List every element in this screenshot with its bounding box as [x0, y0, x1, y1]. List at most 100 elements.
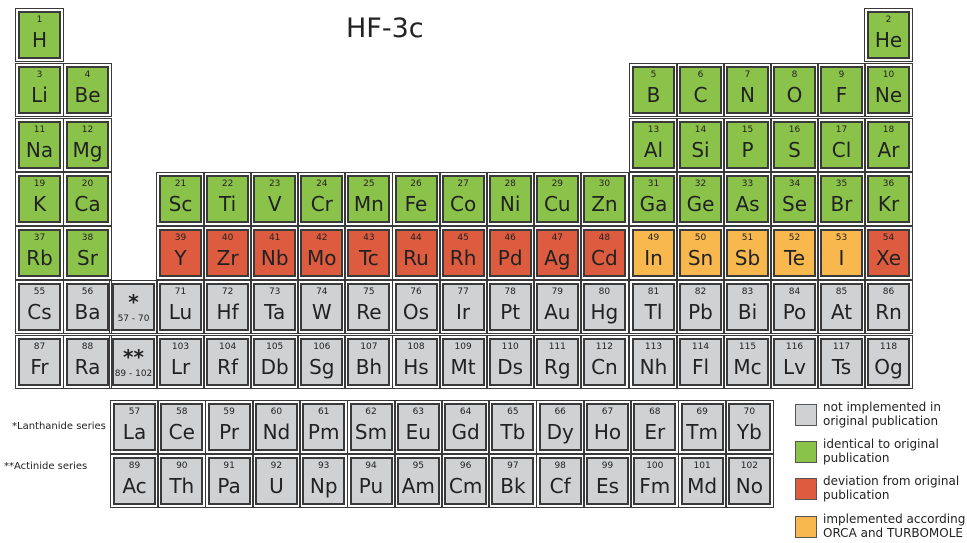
atomic-number: 20	[81, 179, 94, 189]
atomic-number: 80	[598, 287, 611, 297]
atomic-number: 70	[743, 407, 756, 417]
atomic-number: 109	[454, 342, 472, 352]
atomic-number: 15	[741, 125, 754, 135]
atomic-number: 100	[646, 461, 664, 471]
atomic-number: 85	[835, 287, 848, 297]
atomic-number: 18	[882, 125, 895, 135]
atomic-number: 89	[128, 461, 141, 471]
element-symbol: In	[644, 246, 663, 270]
atomic-number: 12	[81, 125, 94, 135]
atomic-number: 79	[551, 287, 564, 297]
legend-swatch	[795, 404, 817, 426]
element-symbol: Ar	[877, 138, 900, 162]
atomic-number: 61	[317, 407, 330, 417]
atomic-number: 53	[835, 233, 848, 243]
element-symbol: Bi	[737, 300, 758, 324]
element-symbol: Po	[782, 300, 807, 324]
atomic-number: 42	[316, 233, 328, 243]
element-symbol: Mc	[733, 355, 762, 379]
element-symbol: Pr	[219, 420, 240, 444]
atomic-number: 86	[882, 287, 895, 297]
element-symbol: Rn	[875, 300, 902, 324]
element-symbol: Bk	[500, 474, 526, 498]
atomic-number: 116	[785, 342, 804, 352]
element-symbol: Pm	[307, 420, 340, 444]
element-symbol: S	[788, 138, 801, 162]
element-symbol: Fr	[30, 355, 49, 379]
atomic-number: 25	[363, 179, 375, 189]
element-symbol: Xe	[875, 246, 902, 270]
element-symbol: Tm	[686, 420, 718, 444]
atomic-number: 65	[507, 407, 519, 417]
element-symbol: Cm	[448, 474, 483, 498]
element-symbol: Ra	[74, 355, 101, 379]
element-symbol: Sc	[168, 192, 193, 216]
element-symbol: He	[874, 28, 903, 52]
atomic-number: 72	[221, 287, 234, 297]
atomic-number: 111	[548, 342, 566, 352]
atomic-number: 113	[644, 342, 663, 352]
atomic-number: 58	[176, 407, 188, 417]
atomic-number: 4	[84, 70, 91, 80]
element-symbol: Mt	[450, 355, 476, 379]
atomic-number: 108	[407, 342, 425, 352]
atomic-number: 47	[551, 233, 564, 243]
atomic-number: 1	[36, 15, 43, 25]
atomic-number: 14	[694, 125, 707, 135]
legend-swatch	[795, 478, 817, 500]
atomic-number: 95	[412, 461, 425, 471]
element-symbol: Dy	[546, 420, 574, 444]
element-symbol: Ne	[874, 83, 903, 107]
element-symbol: At	[830, 300, 853, 324]
atomic-number: 45	[457, 233, 469, 243]
atomic-number: 115	[738, 342, 757, 352]
element-symbol: Cd	[591, 246, 618, 270]
atomic-number: 84	[788, 287, 801, 297]
element-symbol: B	[646, 83, 661, 107]
legend-swatch	[795, 441, 817, 463]
atomic-number: 35	[835, 179, 848, 189]
element-symbol: Cf	[549, 474, 571, 498]
element-symbol: Li	[31, 83, 48, 107]
atomic-number: 118	[879, 342, 898, 352]
element-symbol: Sm	[354, 420, 388, 444]
legend-text: implemented according to ORCA and TURBOM…	[823, 512, 966, 540]
